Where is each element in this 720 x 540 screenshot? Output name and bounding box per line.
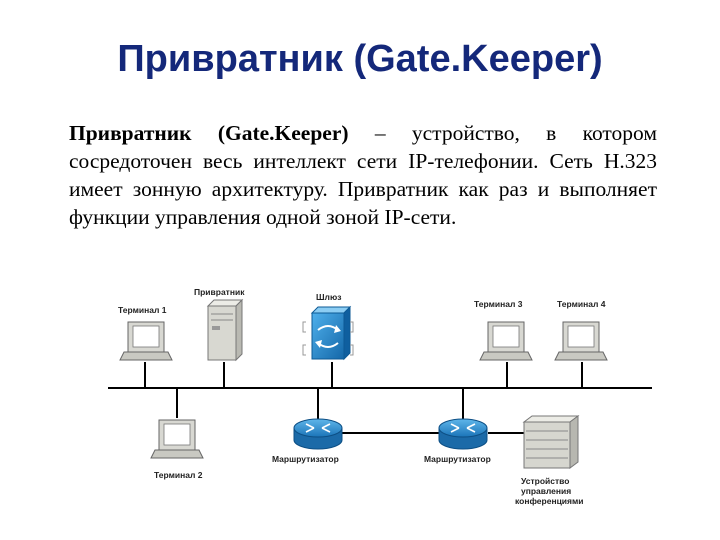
gateway-icon xyxy=(311,312,345,360)
network-lines xyxy=(108,362,652,434)
terminal-1 xyxy=(119,321,173,361)
label-gateway: Шлюз xyxy=(316,292,341,302)
server-tower-icon xyxy=(207,305,237,361)
gateway xyxy=(302,305,354,361)
paragraph-lead: Привратник (Gate.Keeper) xyxy=(69,121,349,145)
description-paragraph: Привратник (Gate.Keeper) – устройство, в… xyxy=(69,119,657,231)
label-router-1: Маршрутизатор xyxy=(272,454,339,464)
slide-title: Привратник (Gate.Keeper) xyxy=(117,38,603,80)
keyboard-icon xyxy=(479,351,533,361)
label-gatekeeper: Привратник xyxy=(194,287,245,297)
label-terminal-1: Терминал 1 xyxy=(118,305,167,315)
router-icon xyxy=(438,418,488,438)
router-2 xyxy=(438,418,488,450)
terminal-2 xyxy=(150,419,204,459)
terminal-4 xyxy=(554,321,608,361)
keyboard-icon xyxy=(119,351,173,361)
gatekeeper-server xyxy=(206,298,244,362)
terminal-3 xyxy=(479,321,533,361)
mcu-icon xyxy=(523,421,571,469)
keyboard-icon xyxy=(554,351,608,361)
label-terminal-4: Терминал 4 xyxy=(557,299,606,309)
keyboard-icon xyxy=(150,449,204,459)
router-icon xyxy=(293,418,343,438)
label-terminal-2: Терминал 2 xyxy=(154,470,203,480)
label-conference-line-1: Устройство xyxy=(521,476,569,486)
conference-unit xyxy=(522,415,580,469)
label-conference-line-2: управления xyxy=(521,486,571,496)
paragraph-text: – устройство, в котором сосредоточен вес… xyxy=(69,121,657,229)
label-terminal-3: Терминал 3 xyxy=(474,299,523,309)
label-conference-line-3: конференциями xyxy=(515,496,584,506)
router-1 xyxy=(293,418,343,450)
label-router-2: Маршрутизатор xyxy=(424,454,491,464)
